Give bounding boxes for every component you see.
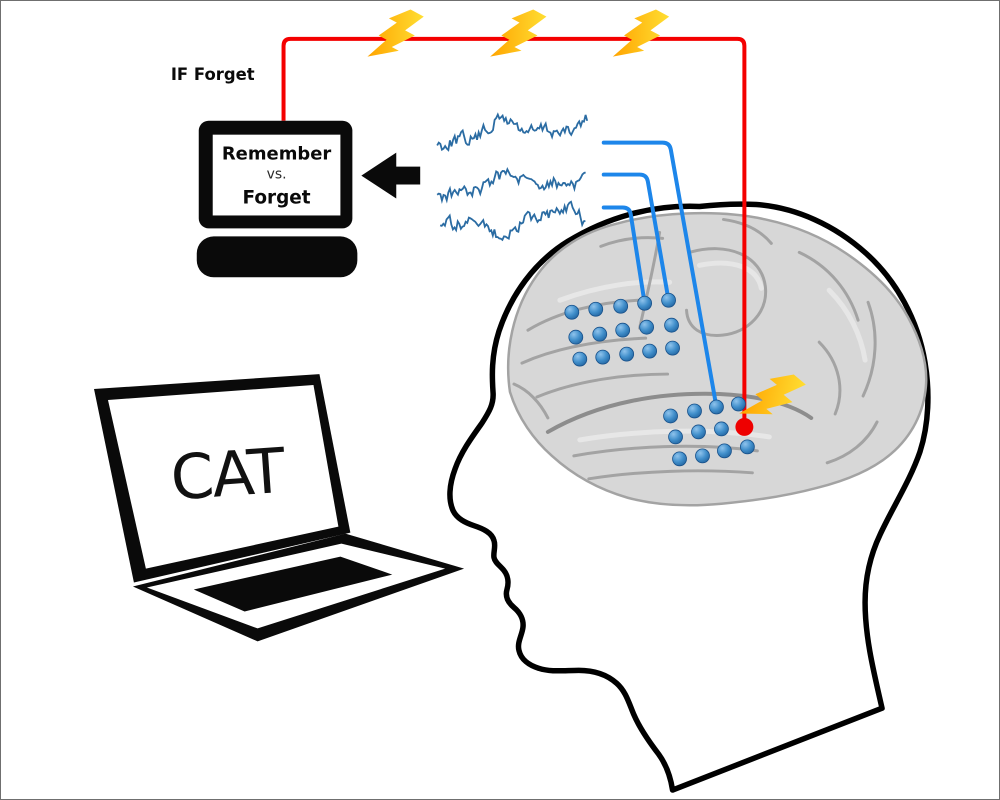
electrode-dot (615, 322, 631, 338)
recording-wire-path (601, 205, 647, 306)
eeg-trace-line (436, 166, 586, 204)
brain-highlight (557, 279, 673, 303)
laptop: CAT (94, 374, 465, 642)
electrode-dot (661, 292, 676, 308)
sulcus-line (587, 469, 754, 481)
laptop-screen (107, 385, 339, 569)
sulcus-line (825, 420, 879, 465)
electrode-dot (564, 304, 580, 320)
monitor-stand (196, 236, 358, 278)
electrode-dot (695, 448, 710, 464)
eeg-trace-line (439, 200, 586, 242)
electrode-dot (687, 403, 702, 419)
electrode-dot (731, 396, 746, 412)
laptop-keyboard (193, 556, 393, 612)
head-outline (447, 201, 931, 793)
electrode-dot (642, 343, 658, 359)
lightning-bolt-icon (612, 9, 670, 57)
electrode-dot (709, 399, 724, 415)
electrode-dot (739, 439, 755, 455)
lightning-bolt-icon (367, 9, 424, 57)
stimulation-site-dot (735, 417, 754, 436)
electrode-dot (714, 421, 729, 437)
electrode-dot (592, 326, 608, 342)
laptop-screen-text: CAT (168, 435, 287, 515)
electrode-dot (665, 340, 680, 356)
sulcus-line (685, 247, 768, 337)
electrode-dot (637, 295, 653, 311)
electrode-dot (572, 351, 588, 367)
electrode-dot (717, 443, 732, 459)
brain-illustration (506, 211, 928, 507)
sulcus-line (861, 300, 877, 398)
electrode-dot (664, 317, 679, 333)
electrode-dot (691, 424, 706, 440)
monitor-text-line1: Remember (222, 144, 332, 165)
electrode-dot (663, 408, 678, 424)
brain-highlight (697, 260, 764, 291)
recording-wires (601, 140, 719, 409)
electrode-dot (619, 346, 635, 362)
brain-highlight (826, 287, 868, 363)
electrode-dot (613, 298, 629, 314)
eeg-trace-line (436, 112, 589, 152)
stimulation-bolts (367, 9, 806, 415)
recording-wire-path (601, 172, 671, 303)
sulcus-line (535, 372, 670, 399)
electrode-dot (588, 301, 604, 317)
sulcus-line (721, 217, 773, 245)
arrow-left-icon (361, 152, 421, 199)
sylvian-fissure-line (545, 391, 814, 434)
sulcus-line (520, 336, 648, 365)
eeg-traces (436, 112, 589, 242)
monitor-text-line2: vs. (267, 167, 287, 183)
sulcus-line (797, 250, 860, 322)
monitor-screen (212, 134, 341, 216)
if-forget-label: IF Forget (171, 65, 255, 84)
lightning-bolt-icon (490, 9, 547, 57)
electrode-dot (568, 329, 584, 345)
electrode-dot (668, 429, 683, 445)
electrode-dot (672, 451, 687, 467)
electrode-dot (639, 319, 655, 335)
electrode-grids (564, 292, 755, 467)
monitor-text-line3: Forget (242, 187, 310, 208)
lightning-bolt-icon (739, 374, 806, 415)
electrode-dot (595, 349, 611, 365)
desktop-monitor: Remember vs. Forget (196, 120, 358, 278)
sulcus-line (512, 382, 550, 420)
recording-wire-path (601, 140, 719, 409)
sulcus-line (817, 340, 842, 416)
sulcus-line (572, 444, 759, 458)
